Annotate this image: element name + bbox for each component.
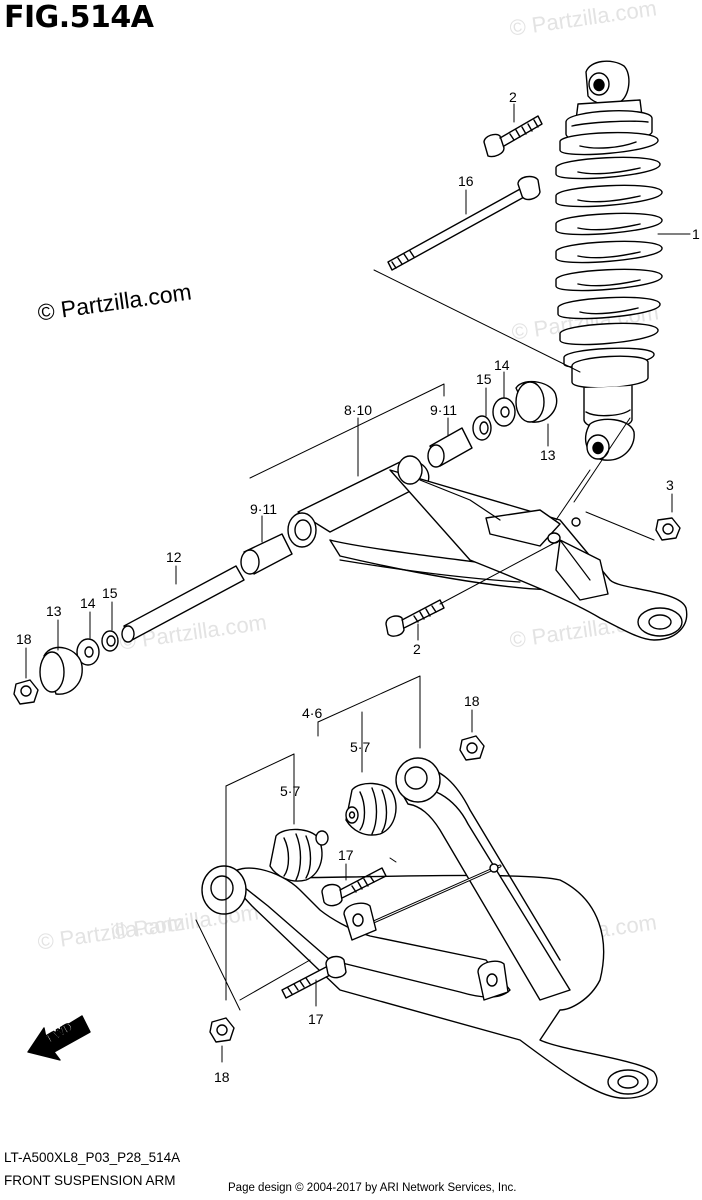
lower-arm[interactable]	[201, 757, 658, 1099]
washer-14-left[interactable]	[76, 638, 100, 666]
callout-17-bottom: 17	[308, 1011, 324, 1027]
callout-5-7-left: 5·7	[280, 783, 300, 799]
callout-18-left: 18	[16, 631, 32, 647]
shock-absorber[interactable]	[555, 60, 663, 461]
callout-4-6: 4·6	[302, 705, 322, 721]
callout-1: 1	[692, 226, 700, 242]
bolt-2-top[interactable]	[483, 115, 543, 158]
callout-18-bottom: 18	[214, 1069, 230, 1085]
cap-13-right[interactable]	[515, 380, 558, 423]
nut-18-bottom[interactable]	[209, 1017, 235, 1043]
callout-14-right: 14	[494, 357, 510, 373]
callout-13-left: 13	[46, 603, 62, 619]
drawing-code: LT-A500XL8_P03_P28_514A	[4, 1150, 181, 1165]
washer-15-right[interactable]	[472, 415, 492, 441]
bolt-16[interactable]	[387, 175, 541, 271]
fwd-arrow-icon: FWD	[27, 1015, 91, 1061]
nut-3[interactable]	[655, 517, 681, 541]
bushing-5-7-right[interactable]	[345, 782, 397, 836]
callout-16: 16	[458, 173, 474, 189]
upper-arm[interactable]	[287, 455, 688, 641]
callout-labels: 1 2 2 3 4·6 5·7 5·7 8·10 9·11 9·11 12 13…	[16, 89, 700, 1085]
drawing-name: FRONT SUSPENSION ARM	[4, 1173, 176, 1188]
nut-18-left[interactable]	[13, 679, 39, 705]
washer-15-left[interactable]	[101, 630, 119, 652]
callout-3: 3	[666, 477, 674, 493]
bushing-9-11-left[interactable]	[240, 533, 293, 575]
callout-5-7-right: 5·7	[350, 739, 370, 755]
bushing-5-7-left[interactable]	[269, 828, 329, 882]
bolt-2-bottom[interactable]	[385, 599, 445, 637]
copyright-notice: Page design © 2004-2017 by ARI Network S…	[228, 1182, 517, 1194]
callout-18-right: 18	[464, 693, 480, 709]
callout-2-top: 2	[509, 89, 517, 105]
cap-13-left[interactable]	[39, 646, 83, 695]
callout-2-bottom: 2	[413, 641, 421, 657]
callout-9-11-left: 9·11	[250, 501, 277, 517]
bolt-17-top[interactable]	[321, 867, 387, 907]
leader-lines	[25, 103, 691, 1063]
lower-arm-bracket-upper	[343, 902, 509, 1001]
bushing-9-11-top[interactable]	[427, 427, 473, 468]
bolt-17-bottom[interactable]	[281, 955, 347, 999]
callout-9-11-top: 9·11	[430, 402, 457, 418]
callout-12: 12	[166, 549, 182, 565]
nut-18-right[interactable]	[459, 735, 485, 761]
washer-14-right[interactable]	[492, 397, 516, 427]
figure-title: FIG.514A	[4, 0, 154, 35]
callout-8-10: 8·10	[344, 402, 372, 418]
callout-17-top: 17	[338, 847, 354, 863]
callout-15-left: 15	[102, 585, 118, 601]
callout-15-right: 15	[476, 371, 492, 387]
callout-14-left: 14	[80, 595, 96, 611]
pipe-12[interactable]	[121, 565, 245, 643]
callout-13-right: 13	[540, 447, 556, 463]
